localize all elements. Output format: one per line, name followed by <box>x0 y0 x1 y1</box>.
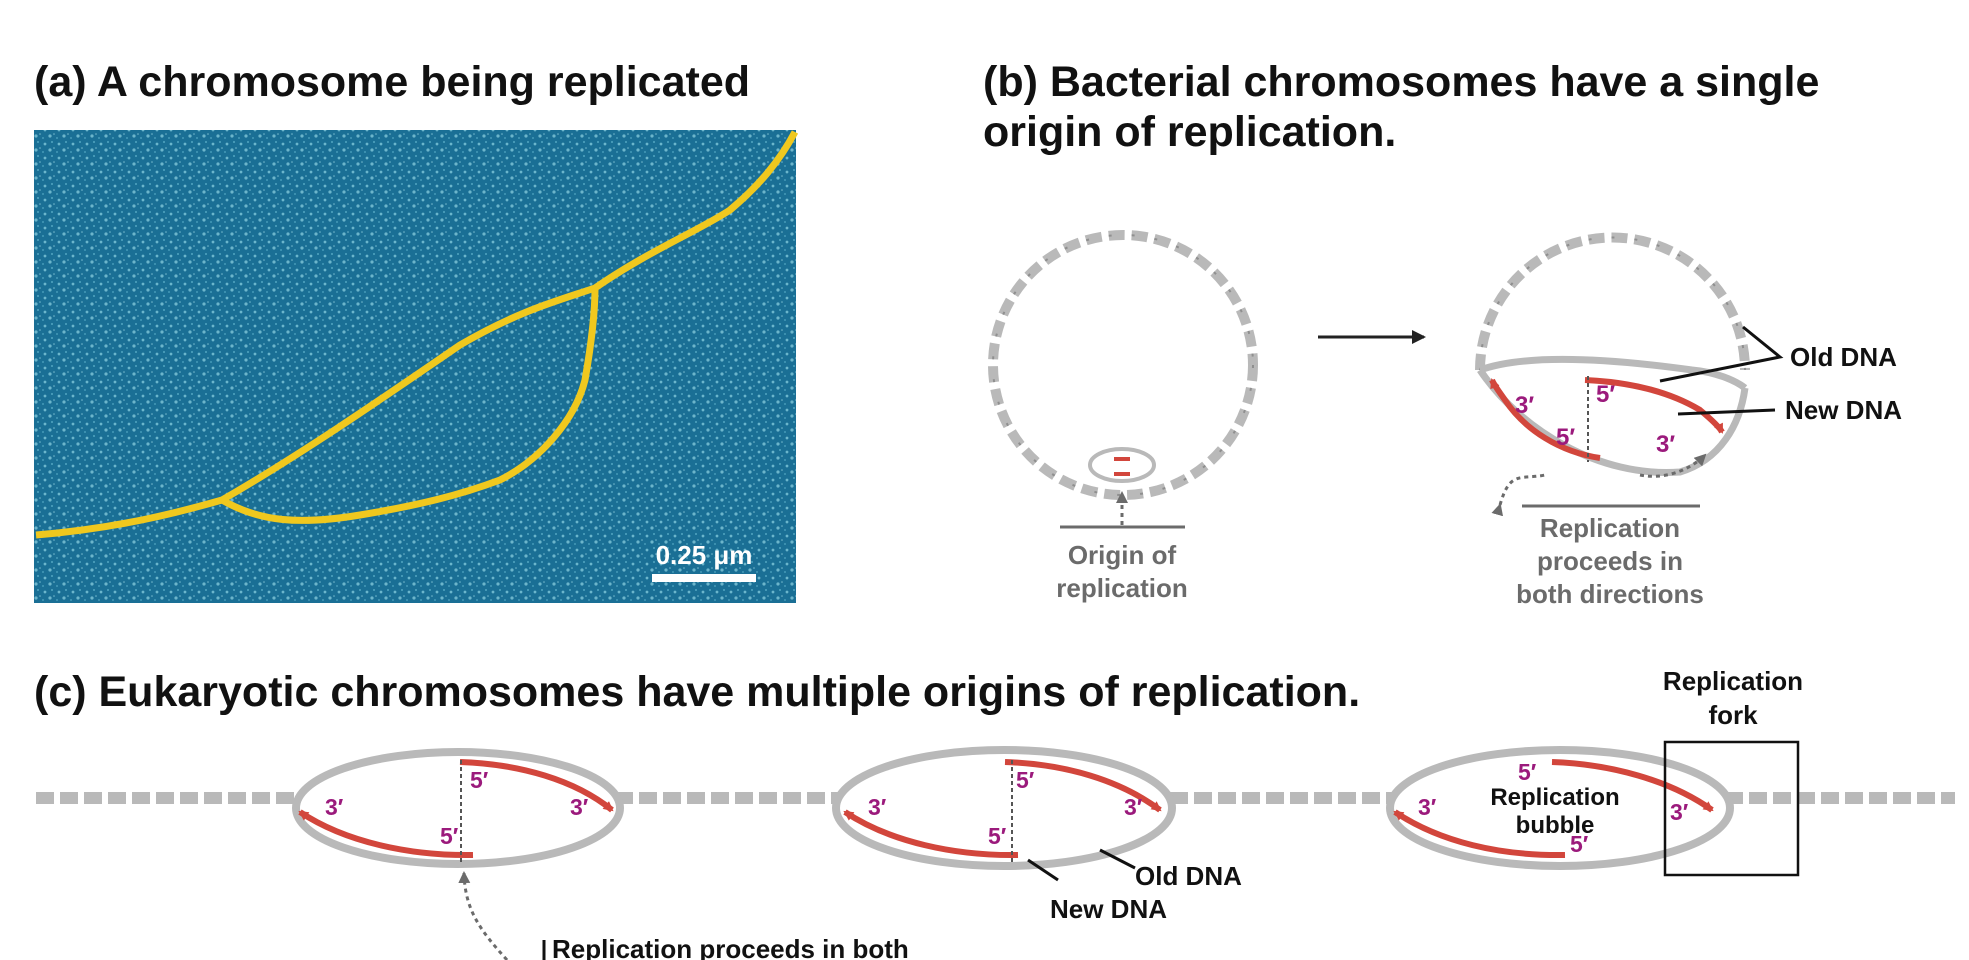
fork-label-line2: fork <box>1708 700 1758 730</box>
old-dna-pointer <box>1659 325 1784 383</box>
origin-bubble <box>1088 447 1156 483</box>
panel-b-title: (b) Bacterial chromosomes have a single … <box>983 58 1883 158</box>
prime-5-top: 5′ <box>1596 381 1615 408</box>
old-dna-label: Old DNA <box>1135 861 1242 891</box>
eukaryotic-chromosome: 3′ 5′ 5′ 3′ 3′ 5′ 5′ 3′ Old DNA New DNA … <box>36 666 1955 960</box>
new-dna-label: New DNA <box>1785 395 1902 425</box>
bacterial-chromosome-after: 3′ 5′ 5′ 3′ Replication proceeds in both… <box>1475 232 1902 609</box>
scale-bar-label: 0.25 μm <box>656 540 753 570</box>
dna-strand <box>35 130 799 539</box>
proceeds-label-line3: both directions <box>1516 579 1704 609</box>
prime-label: 5′ <box>1570 831 1589 857</box>
replication-fork-box <box>1663 740 1800 877</box>
prime-3-right: 3′ <box>1656 431 1675 458</box>
prime-label: 5′ <box>470 767 489 793</box>
new-strand-upper <box>1584 377 1725 434</box>
prime-5-bottom: 5′ <box>1556 424 1575 451</box>
direction-arrow-left <box>1491 473 1546 517</box>
replication-bubble-1: 3′ 5′ 5′ 3′ <box>292 748 624 868</box>
replication-bubble-2: 3′ 5′ 5′ 3′ Old DNA New DNA <box>832 746 1242 924</box>
prime-label: 3′ <box>868 794 887 820</box>
bubble-upper-old <box>1478 355 1748 391</box>
bubble-label-line1: Replication <box>1490 784 1619 811</box>
replication-bubble-strand <box>220 287 599 524</box>
prime-label: 5′ <box>440 823 459 849</box>
replication-bubble-3: 3′ 5′ 5′ 3′ Replication bubble <box>1386 746 1734 870</box>
proceeds-label-line2: proceeds in <box>1537 546 1683 576</box>
panel-c-title: (c) Eukaryotic chromosomes have multiple… <box>34 668 1361 716</box>
prime-label: 5′ <box>988 823 1007 849</box>
micrograph-background <box>34 130 796 603</box>
old-dna-pointer <box>1099 848 1136 870</box>
origin-label-line2: replication <box>1056 573 1187 603</box>
old-dna-label: Old DNA <box>1790 342 1897 372</box>
prime-label: 3′ <box>1670 799 1689 825</box>
panel-a-title: (a) A chromosome being replicated <box>34 58 751 106</box>
panel-b-title-line2: origin of replication. <box>983 107 1397 156</box>
bacterial-chromosome-before: Origin of replication <box>988 230 1258 603</box>
prime-label: 3′ <box>570 794 589 820</box>
origin-label-line1: Origin of <box>1068 540 1177 570</box>
prime-label: 3′ <box>1418 794 1437 820</box>
new-dna-pointer <box>1677 408 1776 416</box>
prime-label: 5′ <box>1016 767 1035 793</box>
prime-label: 5′ <box>1518 759 1537 785</box>
fork-label-line1: Replication <box>1663 666 1803 696</box>
proceeds-label: Replication proceeds in both <box>552 934 909 960</box>
new-dna-pointer <box>1027 858 1059 882</box>
origin-arrow-c <box>458 871 509 960</box>
prime-label: 3′ <box>325 794 344 820</box>
direction-arrow-right <box>1639 453 1707 478</box>
prime-3-left: 3′ <box>1515 392 1534 419</box>
panel-b-title-line1: (b) Bacterial chromosomes have a single <box>983 58 1820 106</box>
new-dna-label: New DNA <box>1050 894 1167 924</box>
bubble-label-line2: bubble <box>1516 812 1595 839</box>
scale-bar <box>652 574 756 582</box>
prime-label: 3′ <box>1124 794 1143 820</box>
proceeds-label-line1: Replication <box>1540 513 1680 543</box>
micrograph: 0.25 μm <box>34 130 799 603</box>
new-strand-lower <box>1489 378 1601 461</box>
